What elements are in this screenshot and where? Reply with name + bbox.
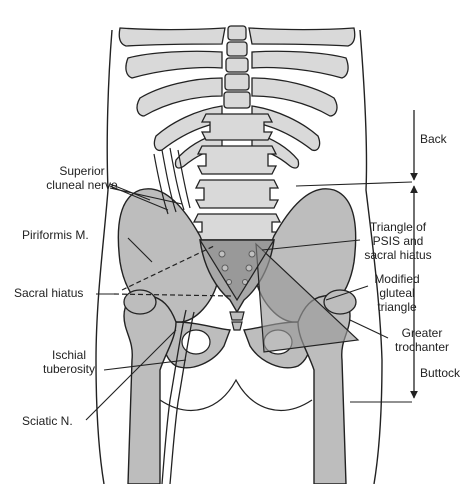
back-label: Back — [420, 132, 447, 146]
modified-gluteal-triangle-line1: Modified — [374, 272, 420, 286]
lumbar-spine — [192, 25, 282, 241]
psis-sacral-triangle-area — [198, 239, 276, 302]
sciatic-nerve-outline — [169, 311, 195, 484]
sacral-hiatus-dashed-line — [113, 293, 233, 297]
superior-cluneal-nerve-line1: Superior — [59, 164, 105, 178]
greater-trochanter-bone — [123, 289, 357, 315]
sciatic-nerve — [161, 309, 187, 484]
modified-gluteal-triangle-area — [255, 242, 360, 353]
triangle-psis-line1: Triangle of — [369, 220, 427, 234]
greater-trochanter-line2: trochanter — [394, 340, 450, 354]
triangle-psis-line2: PSIS and — [372, 234, 424, 248]
modified-gluteal-triangle-line2: gluteal — [379, 286, 415, 300]
coccyx — [229, 311, 245, 331]
piriformis-label: Piriformis M. — [22, 228, 89, 242]
ischial-tuberosity-line1: Ischial — [51, 348, 86, 362]
ischial-tuberosity-label: Ischial tuberosity — [34, 348, 104, 376]
buttock-label: Buttock — [420, 366, 461, 380]
sacral-hiatus-label: Sacral hiatus — [14, 286, 84, 300]
zone-guide-lines — [295, 181, 413, 403]
modified-gluteal-triangle-label: Modified gluteal triangle — [366, 272, 428, 314]
buttock-cleft — [159, 378, 313, 411]
sciatic-nerve-label: Sciatic N. — [22, 414, 73, 428]
piriformis-dashed-line — [121, 245, 215, 291]
body-outline — [95, 29, 383, 484]
modified-gluteal-triangle-line3: triangle — [377, 300, 417, 314]
triangle-psis-label: Triangle of PSIS and sacral hiatus — [356, 220, 440, 262]
ischial-tuberosity-line2: tuberosity — [42, 362, 96, 376]
superior-cluneal-nerve-label: Superior cluneal nerve — [36, 164, 128, 192]
greater-trochanter-label: Greater trochanter — [386, 326, 458, 354]
leader-lines — [85, 183, 389, 421]
triangle-psis-line3: sacral hiatus — [364, 248, 432, 262]
superior-cluneal-nerve-line2: cluneal nerve — [46, 178, 118, 192]
greater-trochanter-line1: Greater — [401, 326, 443, 340]
